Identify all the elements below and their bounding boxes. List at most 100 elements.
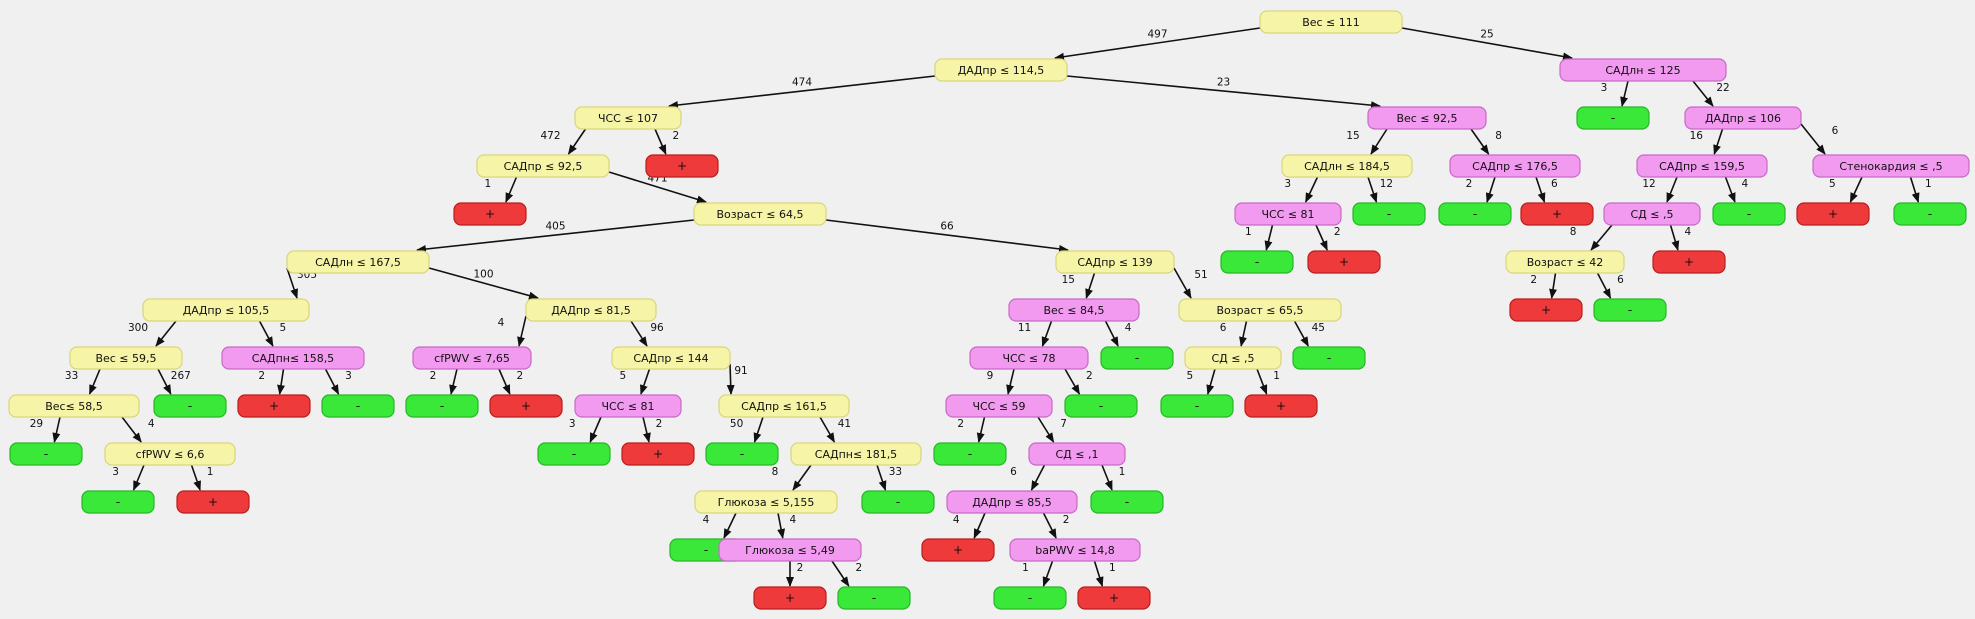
edge-count-label: 5 [1186,370,1193,382]
node-box [321,394,395,418]
node-label: Вес ≤ 59,5 [95,352,156,365]
edge-arrow-e7 [567,128,587,155]
leaf-positive-node: + [1077,586,1151,610]
edge-count-label: 29 [30,418,43,430]
edge-arrow-e42 [1293,320,1310,347]
node-label: - [188,399,192,413]
node-box [969,346,1089,370]
split-node: СД ≤ ,5 [1603,202,1701,226]
node-label: Вес≤ 58,5 [45,400,103,413]
leaf-negative-node: - [1712,202,1786,226]
edge-arrow-e15 [1304,176,1319,203]
split-node: Вес ≤ 59,5 [69,346,183,370]
edge-arrow-e52 [1064,368,1081,395]
edge-arrow-e26 [1315,224,1328,251]
split-node: ДАДпр ≤ 114,5 [934,58,1068,82]
edge-arrow-e31 [1085,272,1096,299]
edge-arrow-e28 [1669,224,1680,251]
edge-arrow-e48 [498,368,511,395]
node-label: - [572,447,576,461]
edge-count-label: 2 [1086,370,1093,382]
split-node: СД ≤ ,5 [1184,346,1282,370]
leaf-positive-node: + [1652,250,1726,274]
leaf-positive-node: + [1796,202,1870,226]
split-node: САДпр ≤ 144 [611,346,731,370]
edge-arrow-e44 [157,368,172,395]
node-label: + [1339,255,1349,269]
node-box [1090,490,1164,514]
node-box [1055,250,1175,274]
leaf-positive-node: + [1520,202,1594,226]
node-box [1028,442,1126,466]
split-node: Глюкоза ≤ 5,155 [694,490,838,514]
node-box [81,490,155,514]
edge-arrow-e72 [1042,512,1057,539]
edge-arrow-e1 [1054,27,1261,61]
edge-count-label: 2 [656,418,663,430]
edge-count-label: 3 [345,370,352,382]
leaf-negative-node: - [1160,394,1234,418]
node-label: - [1125,495,1129,509]
node-box [1307,250,1381,274]
leaf-negative-node: - [1220,250,1294,274]
node-label: СД ≤ ,5 [1631,208,1674,221]
edge-arrow-e32 [1173,267,1192,299]
node-label: - [1747,207,1751,221]
node-box [1438,202,1512,226]
leaf-negative-node: - [705,442,779,466]
edge-count-label: 96 [650,322,664,334]
leaf-positive-node: + [1244,394,1318,418]
node-label: ДАДпр ≤ 105,5 [183,304,270,317]
node-label: - [1028,591,1032,605]
edge-count-label: 4 [703,514,710,526]
leaf-negative-node: - [993,586,1067,610]
edge-arrow-e10 [1470,128,1490,155]
node-box [1352,202,1426,226]
edge-arrow-e6 [1692,80,1714,107]
split-node: ЧСС ≤ 59 [945,394,1053,418]
edge-arrow-e67 [1030,464,1046,491]
node-label: - [968,447,972,461]
node-label: Вес ≤ 84,5 [1043,304,1104,317]
leaf-negative-node: - [861,490,935,514]
node-box [537,442,611,466]
node-label: ЧСС ≤ 59 [972,400,1025,413]
edge-count-label: 12 [1380,178,1393,190]
node-label: ЧСС ≤ 81 [1261,208,1314,221]
edge-arrow-e40 [1104,320,1119,347]
edge-arrow-e61 [976,416,986,443]
leaf-positive-node: + [176,490,250,514]
node-label: ДАДпр ≤ 114,5 [958,64,1045,77]
split-node: ДАДпр ≤ 85,5 [946,490,1078,514]
edge-count-label: 6 [1617,274,1624,286]
node-box [1008,298,1140,322]
node-label: - [44,447,48,461]
node-label: ЧСС ≤ 107 [598,112,658,125]
edge-arrow-e19 [1666,176,1678,203]
node-box [453,202,527,226]
edge-arrow-e23 [416,219,695,254]
edge-count-label: 6 [1551,178,1558,190]
edge-arrow-e62 [1037,416,1055,443]
leaf-positive-node: + [237,394,311,418]
node-label: - [1928,207,1932,221]
node-box [611,346,731,370]
edge-arrow-e25 [1264,224,1274,251]
node-label: САДлн ≤ 184,5 [1304,160,1390,173]
node-label: Возраст ≤ 65,5 [1216,304,1303,317]
node-label: - [1473,207,1477,221]
node-label: cfPWV ≤ 6,6 [136,448,205,461]
leaf-positive-node: + [489,394,563,418]
node-box [753,586,827,610]
edge-count-label: 4 [953,514,960,526]
node-box [1796,202,1870,226]
edge-arrow-e30 [428,267,539,300]
split-node: ДАДпр ≤ 106 [1684,106,1802,130]
node-label: САДпр ≤ 159,5 [1659,160,1745,173]
node-label: + [953,543,963,557]
node-box [694,490,838,514]
split-node: Возраст ≤ 42 [1505,250,1625,274]
edge-count-label: 25 [1480,29,1493,41]
node-box [476,154,610,178]
edge-count-label: 22 [1716,82,1729,94]
